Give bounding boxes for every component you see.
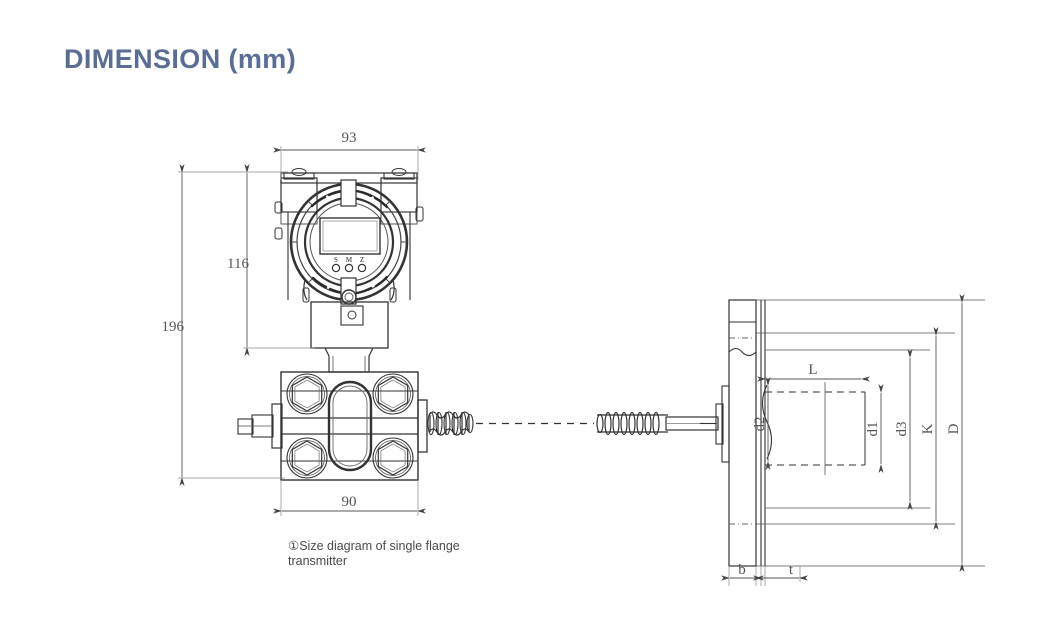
dim-label-K: K	[920, 423, 936, 434]
capillary-tube	[427, 411, 719, 436]
housing-skirt	[310, 301, 389, 373]
dim-label-D: D	[946, 423, 962, 434]
dim-label-d2: d2	[752, 417, 768, 432]
display-buttons: S M Z	[331, 256, 367, 273]
left-drawing-caption: ①Size diagram of single flange transmitt…	[288, 539, 460, 568]
dim-label-116: 116	[227, 256, 249, 272]
page-title: DIMENSION (mm)	[64, 44, 297, 74]
dim-label-93: 93	[342, 130, 357, 146]
transmitter-assembly: S M Z	[237, 168, 428, 481]
hex-bolt-top-right	[372, 373, 414, 415]
hex-bolt-top-left	[286, 373, 328, 415]
left-dimension-lines	[178, 146, 426, 516]
button-label-z: Z	[360, 256, 364, 264]
hex-bolt-bottom-right	[372, 437, 414, 479]
dim-label-196: 196	[162, 319, 185, 335]
flange-section-assembly	[700, 299, 985, 567]
left-dimension-labels: 93 116 196 90	[162, 130, 357, 510]
right-dimension-labels: L d2 d1 d3 K D b t	[738, 362, 962, 578]
dim-label-t: t	[789, 562, 794, 578]
dim-label-b: b	[738, 562, 746, 578]
hex-bolt-bottom-left	[286, 437, 328, 479]
button-label-m: M	[346, 256, 353, 264]
dim-label-d3: d3	[894, 422, 910, 437]
dim-label-d1: d1	[865, 422, 881, 437]
display-bezel: S M Z	[289, 179, 409, 305]
dim-label-L: L	[808, 362, 817, 378]
right-dimension-lines	[721, 294, 965, 586]
button-label-s: S	[334, 256, 338, 264]
measuring-body	[237, 371, 428, 481]
dim-label-90: 90	[342, 494, 357, 510]
